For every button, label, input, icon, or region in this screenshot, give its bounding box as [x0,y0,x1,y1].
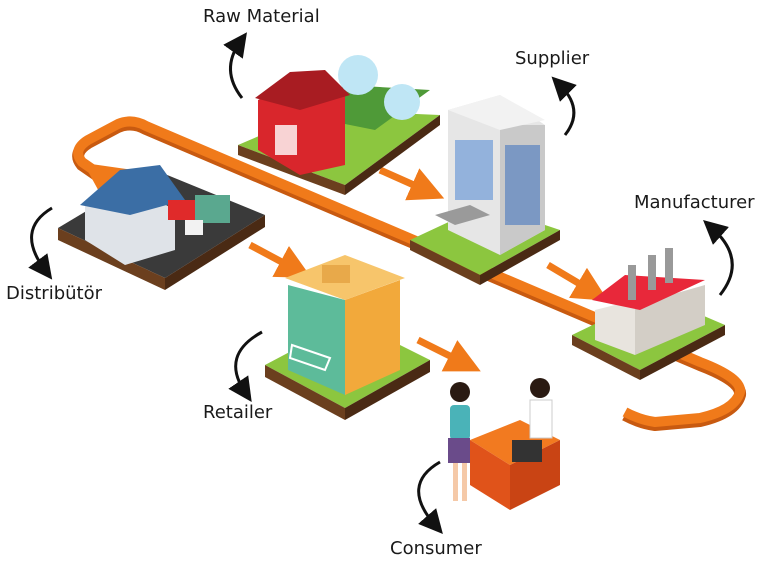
supplier-arrow [551,76,577,136]
label-raw-material: Raw Material [203,6,320,27]
raw-material-arrow [223,32,247,99]
shop-illustration [265,255,430,420]
flow-arrow [378,166,445,201]
label-arrows [28,32,734,535]
consumer-arrow [417,460,443,535]
flow-arrow [546,261,609,301]
label-supplier: Supplier [515,48,590,69]
supplier-building-illustration [410,95,560,285]
flow-arrows [248,166,609,372]
factory-illustration [572,248,725,380]
farm-illustration [238,55,440,195]
conveyor-belt [72,116,746,431]
label-manufacturer: Manufacturer [634,192,755,213]
manufacturer-arrow [703,220,734,296]
retailer-arrow [228,330,263,402]
cow-icon [384,84,420,120]
consumer-illustration [448,378,560,510]
label-retailer: Retailer [203,402,273,423]
warehouse-illustration [58,165,265,290]
label-consumer: Consumer [390,538,482,559]
label-distributor: Distribütör [6,283,103,304]
flow-arrow [248,241,312,278]
distributor-arrow [28,206,53,280]
flow-arrow [416,336,481,372]
chicken-icon [338,55,378,95]
